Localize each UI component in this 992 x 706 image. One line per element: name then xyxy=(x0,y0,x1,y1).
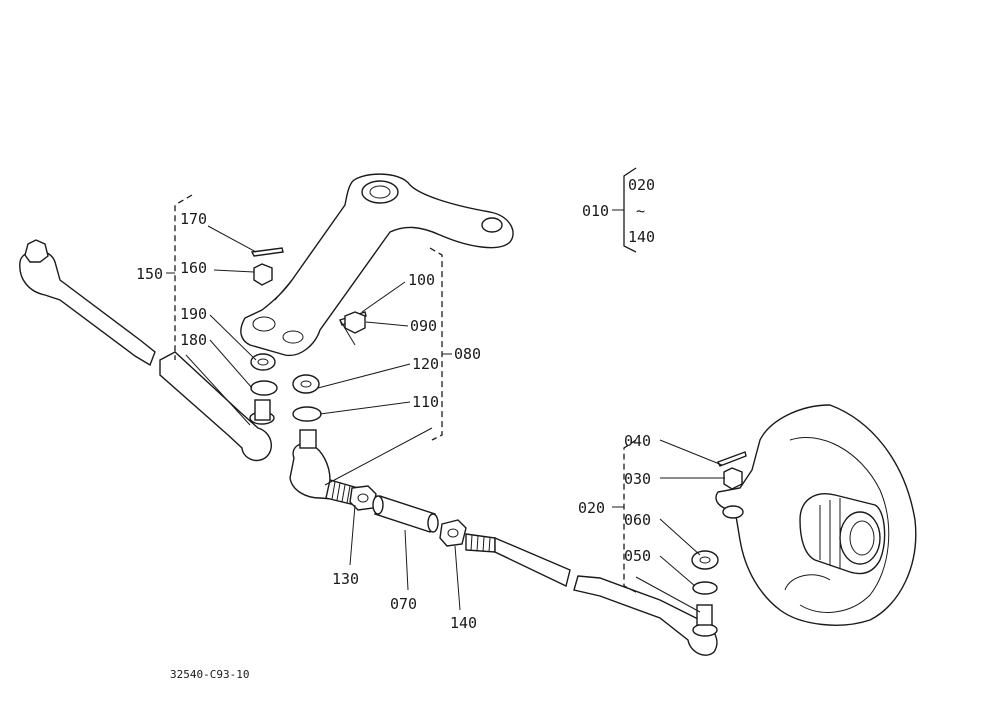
group-010-brace xyxy=(623,167,637,253)
label-040: 040 xyxy=(624,432,651,450)
label-080: 080 xyxy=(454,345,481,363)
label-020-top: 020 xyxy=(628,176,655,194)
label-060: 060 xyxy=(624,511,651,529)
right-joint-parts xyxy=(691,451,747,595)
group-150-bracket xyxy=(174,194,193,360)
label-140-top: 140 xyxy=(628,228,655,246)
label-130: 130 xyxy=(332,570,359,588)
castle-nut-160 xyxy=(253,263,273,286)
label-tilde: ~ xyxy=(636,202,645,220)
right-tie-rod xyxy=(465,533,718,656)
group-020-bracket xyxy=(623,439,637,593)
steering-knuckle xyxy=(715,404,917,626)
left-tie-rod xyxy=(19,239,278,462)
drawing-code: 32540-C93-10 xyxy=(170,668,249,681)
cotter-pin-170 xyxy=(250,247,284,257)
label-160: 160 xyxy=(180,259,207,277)
label-110: 110 xyxy=(412,393,439,411)
label-140: 140 xyxy=(450,614,477,632)
label-030: 030 xyxy=(624,470,651,488)
label-070: 070 xyxy=(390,595,417,613)
label-010: 010 xyxy=(582,202,609,220)
label-020: 020 xyxy=(578,499,605,517)
lock-nut-130 xyxy=(349,485,377,511)
label-120: 120 xyxy=(412,355,439,373)
pitman-arm xyxy=(240,173,514,357)
label-150: 150 xyxy=(136,265,163,283)
lock-nut-140 xyxy=(439,519,467,547)
label-190: 190 xyxy=(180,305,207,323)
label-090: 090 xyxy=(410,317,437,335)
group-080-bracket xyxy=(429,247,443,441)
label-100: 100 xyxy=(408,271,435,289)
leader-lines xyxy=(166,209,725,613)
label-180: 180 xyxy=(180,331,207,349)
label-170: 170 xyxy=(180,210,207,228)
adjuster-sleeve-070 xyxy=(372,495,439,533)
label-050: 050 xyxy=(624,547,651,565)
